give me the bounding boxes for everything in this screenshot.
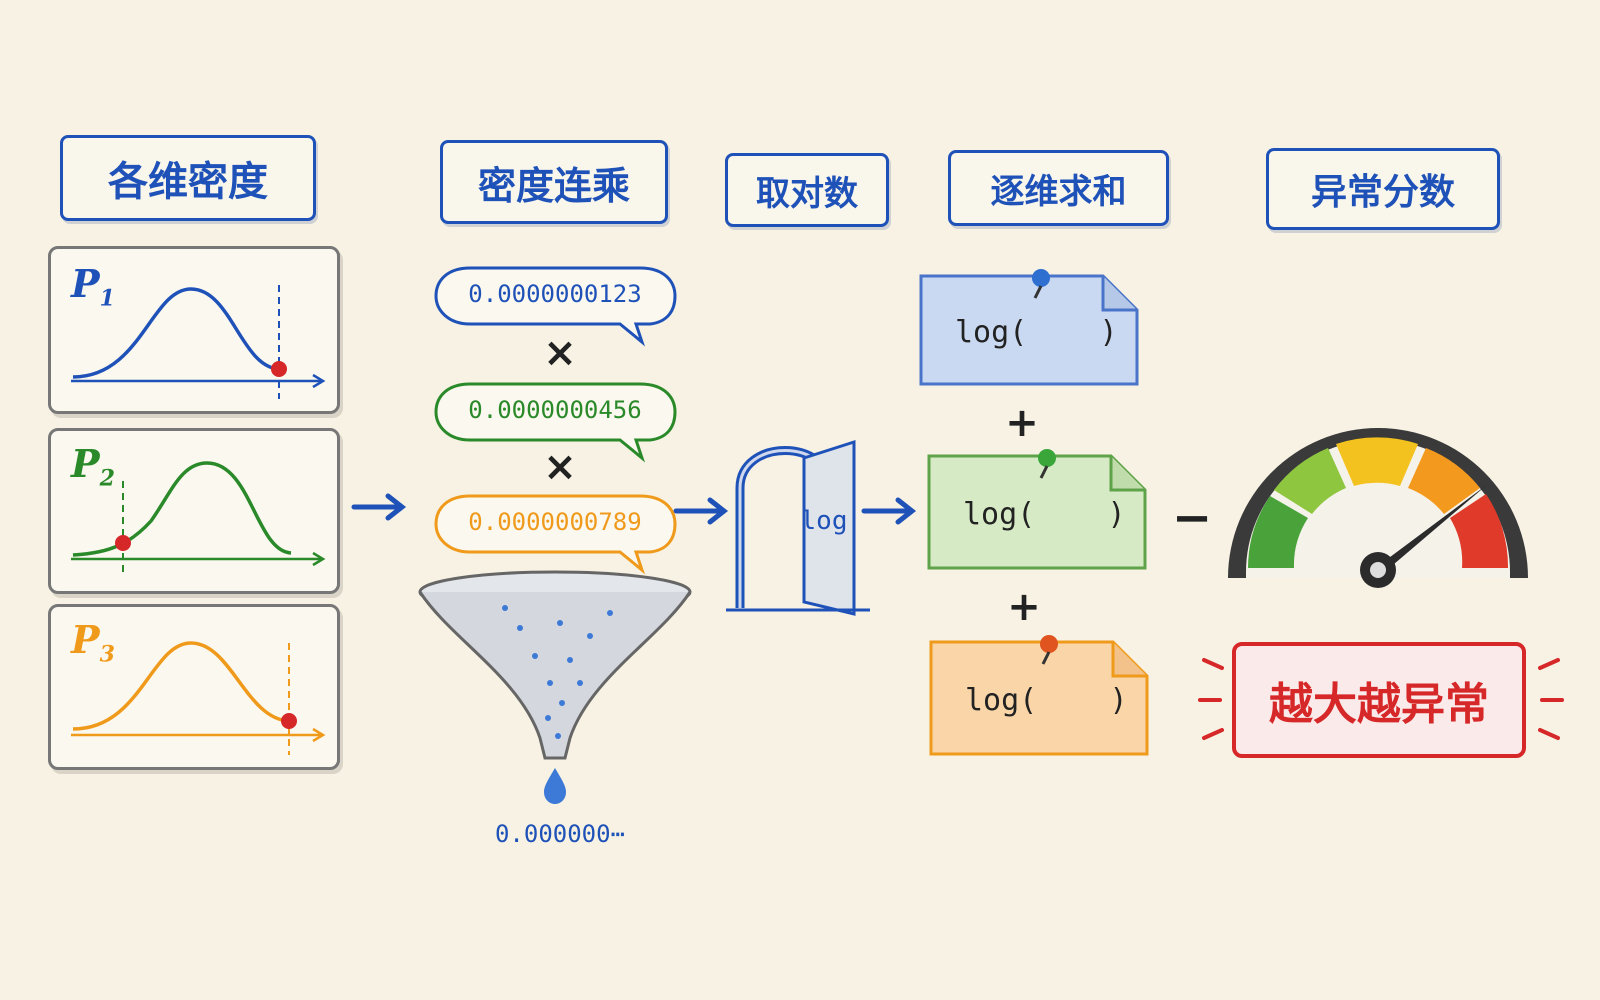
density-box-3: P3 <box>48 604 340 770</box>
bubble-value-3: 0.0000000789 <box>468 508 642 536</box>
gauge-icon <box>1228 428 1528 588</box>
note-2-icon <box>927 449 1147 570</box>
arrow-right-icon <box>861 497 917 525</box>
density-label-2: P2 <box>71 441 115 492</box>
note-text-1: log( ) <box>955 315 1118 350</box>
result-label: 越大越异常 <box>1269 679 1489 730</box>
arrow-right-icon <box>351 493 407 521</box>
density-curve-1-icon <box>71 285 326 399</box>
density-label-3: P3 <box>71 617 115 668</box>
note-3-icon <box>929 635 1149 756</box>
header-log: 取对数 <box>725 153 889 227</box>
note-text-3: log( ) <box>965 683 1128 718</box>
header-product: 密度连乘 <box>440 140 668 224</box>
bubble-value-2: 0.0000000456 <box>468 396 642 424</box>
density-curve-2-icon <box>71 461 326 577</box>
density-curve-3-icon <box>71 641 326 755</box>
door-label-display: log <box>800 506 848 536</box>
funnel-icon <box>418 570 692 804</box>
density-label-1: P1 <box>71 261 115 312</box>
header-score: 异常分数 <box>1266 148 1500 230</box>
door-icon <box>726 439 870 616</box>
multiply-sign-2: × <box>543 444 577 490</box>
header-sum: 逐维求和 <box>948 150 1169 226</box>
note-1-icon <box>919 269 1139 386</box>
arrow-right-icon <box>673 497 729 525</box>
plus-sign-1: + <box>1005 400 1039 446</box>
bubble-3-icon <box>434 494 677 575</box>
header-densities: 各维密度 <box>60 135 316 221</box>
multiply-sign-1: × <box>543 330 577 376</box>
density-box-2: P2 <box>48 428 340 594</box>
alert-burst-icon <box>1198 642 1564 758</box>
bubble-2-icon <box>434 382 677 463</box>
bubble-value-1: 0.0000000123 <box>468 280 642 308</box>
funnel-output: 0.000000⋯ <box>494 820 626 848</box>
minus-sign: − <box>1172 490 1213 546</box>
density-box-1: P1 <box>48 246 340 414</box>
bubble-1-icon <box>434 266 677 347</box>
plus-sign-2: + <box>1007 584 1041 630</box>
note-text-2: log( ) <box>963 497 1126 532</box>
